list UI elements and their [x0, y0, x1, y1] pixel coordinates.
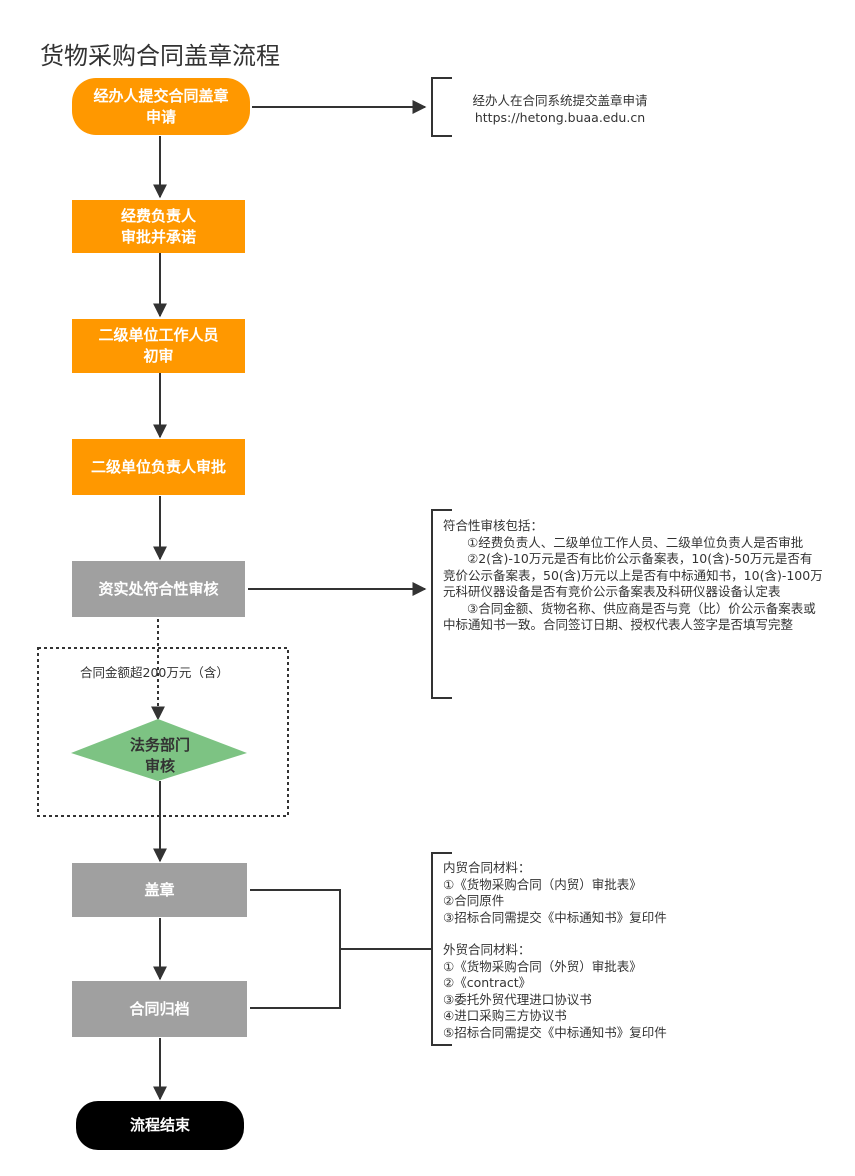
step-unit-head-approval[interactable]: 二级单位负责人审批	[72, 439, 245, 495]
legal-review-diamond[interactable]	[71, 719, 247, 781]
step-compliance-review[interactable]: 资实处符合性审核	[72, 561, 245, 617]
foreign-material-item: ③委托外贸代理进口协议书	[443, 991, 592, 1007]
compliance-item: ①经费负责人、二级单位工作人员、二级单位负责人是否审批	[467, 534, 804, 550]
step-fund-approval[interactable]: 经费负责人 审批并承诺	[72, 200, 245, 253]
foreign-material-item: ⑤招标合同需提交《中标通知书》复印件	[443, 1024, 667, 1040]
step-legal-review: 法务部门 审核	[129, 736, 190, 775]
condition-box	[37, 647, 289, 817]
domestic-material-item: ②合同原件	[443, 893, 505, 908]
submit-note-link[interactable]: https://hetong.buaa.edu.cn	[474, 109, 646, 125]
domestic-material-item: ③招标合同需提交《中标通知书》复印件	[443, 909, 667, 925]
compliance-note: 符合性审核包括： ①经费负责人、二级单位工作人员、二级单位负责人是否审批 ②2(…	[443, 518, 823, 634]
step-unit-staff-review[interactable]: 二级单位工作人员 初审	[72, 319, 245, 373]
submit-note-bracket	[431, 77, 452, 137]
materials-connector	[250, 889, 341, 1009]
compliance-note-bracket	[431, 509, 452, 699]
foreign-material-item: ①《货物采购合同（外贸）审批表》	[443, 958, 642, 974]
step-archive[interactable]: 合同归档	[72, 981, 247, 1037]
foreign-material-item: ④进口采购三方协议书	[443, 1008, 567, 1023]
compliance-item: ③合同金额、货物名称、供应商是否与竞（比）价公示备案表或中标通知书一致。合同签订…	[443, 600, 816, 633]
domestic-materials-heading: 内贸合同材料：	[443, 860, 531, 875]
page-title: 货物采购合同盖章流程	[40, 42, 280, 70]
condition-label: 合同金额超200万元（含）	[80, 665, 229, 680]
materials-spacer	[443, 926, 743, 942]
submit-note: 经办人在合同系统提交盖章申请 https://hetong.buaa.edu.c…	[450, 93, 670, 126]
compliance-heading: 符合性审核包括：	[443, 518, 544, 533]
submit-note-line: 经办人在合同系统提交盖章申请	[472, 93, 648, 108]
domestic-material-item: ①《货物采购合同（内贸）审批表》	[443, 876, 642, 892]
foreign-materials-heading: 外贸合同材料：	[443, 942, 531, 957]
step-seal[interactable]: 盖章	[72, 863, 247, 917]
materials-note-bracket	[431, 852, 452, 1046]
compliance-item: ②2(含)-10万元是否有比价公示备案表，10(含)-50万元是否有竞价公示备案…	[443, 551, 823, 599]
foreign-material-item: ②《contract》	[443, 975, 532, 990]
step-process-end[interactable]: 流程结束	[76, 1101, 244, 1150]
materials-note: 内贸合同材料： ①《货物采购合同（内贸）审批表》 ②合同原件 ③招标合同需提交《…	[443, 860, 743, 1041]
step-submit-application[interactable]: 经办人提交合同盖章 申请	[72, 78, 250, 135]
